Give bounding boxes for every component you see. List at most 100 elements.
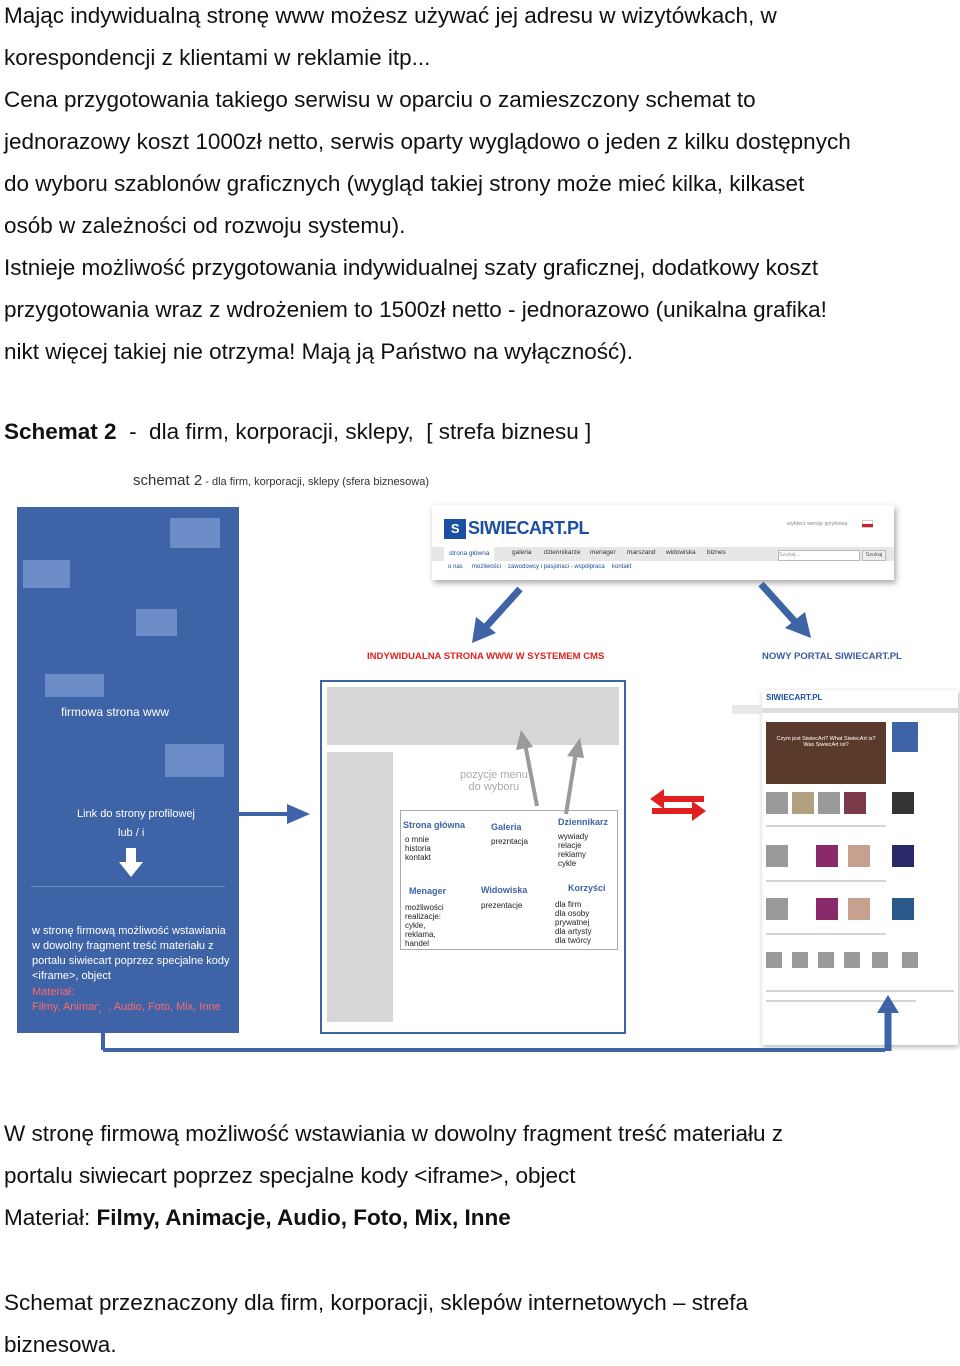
portal-thumb (844, 952, 860, 968)
material-list: Filmy, Animacje, Audio, Foto, Mix, Inne (32, 1001, 221, 1013)
portal-side-strip (732, 705, 762, 714)
mini-nav-item: biznes (707, 549, 726, 556)
figure-title: schemat 2 - dla firm, korporacji, sklepy… (133, 472, 429, 489)
profile-link-label: Link do strony profilowej (77, 808, 196, 820)
intro-line: jednorazowy koszt 1000zł netto, serwis o… (4, 129, 851, 154)
decor-tile (170, 518, 220, 548)
mini-sub-item: kontakt (612, 564, 632, 570)
portal-thumb (792, 792, 814, 814)
cms-item: historia (405, 844, 431, 853)
closing-line: Schemat przeznaczony dla firm, korporacj… (4, 1290, 749, 1315)
footer-material: Materiał: Filmy, Animacje, Audio, Foto, … (4, 1197, 954, 1239)
portal-line (766, 1000, 916, 1002)
decor-tile (165, 744, 224, 777)
arrow-down-left-icon (472, 586, 523, 643)
mini-sub-item: zawodowcy i pasjonaci - współpraca (508, 564, 605, 570)
portal-thumb (792, 952, 808, 968)
portal-line (766, 990, 954, 992)
logo-text: SIWIECART.PL (468, 518, 590, 538)
cms-item: cykle (558, 859, 577, 868)
portal-thumb (766, 792, 788, 814)
cms-item: dla twórcy (555, 936, 592, 945)
schema-heading-bold: Schemat 2 (4, 419, 117, 444)
schema-heading: Schemat 2 - dla firm, korporacji, sklepy… (4, 411, 591, 453)
portal-thumb (848, 898, 870, 920)
portal-thumb (872, 952, 888, 968)
mini-nav-item: dziennikarze (544, 549, 581, 556)
footer-text: W stronę firmową możliwość wstawiania w … (4, 1113, 954, 1239)
cms-cell-items: prezntacja (491, 837, 528, 846)
mini-search-button: Szukaj (862, 550, 886, 561)
portal-thumb (844, 792, 866, 814)
cms-item: relacje (558, 841, 582, 850)
cms-item: dla osoby prywatnej (555, 909, 590, 927)
arrow-right-icon (239, 804, 310, 824)
embed-line: portalu siwiecart poprzez specjalne kody (32, 955, 230, 967)
figure-title-sub: - dla firm, korporacji, sklepy (sfera bi… (202, 476, 429, 488)
intro-line: osób w zależności od rozwoju systemu). (4, 213, 406, 238)
material-label: Materiał: (4, 1205, 97, 1230)
portal-nav-bar (762, 708, 958, 713)
footer-line: portalu siwiecart poprzez specjalne kody… (4, 1163, 576, 1188)
cms-sidebar-area (327, 752, 393, 1022)
portal-thumb (766, 898, 788, 920)
intro-line: przygotowania wraz z wdrożeniem to 1500z… (4, 297, 827, 322)
decor-tile (45, 674, 104, 697)
closing-text: Schemat przeznaczony dla firm, korporacj… (4, 1282, 954, 1366)
cms-item: realizacje: (405, 912, 442, 921)
portal-thumb (816, 898, 838, 920)
intro-line: nikt więcej takiej nie otrzyma! Mają ją … (4, 339, 634, 364)
mini-nav-item: menager (590, 549, 616, 556)
menu-note-line: do wyboru (468, 781, 520, 793)
portal-thumb (766, 952, 782, 968)
portal-line (766, 825, 886, 827)
swap-arrows-icon (650, 789, 706, 821)
schema-heading-rest: - dla firm, korporacji, sklepy, [ strefa… (116, 419, 592, 444)
mini-nav-item: widowiska (666, 549, 696, 556)
intro-line: Mając indywidualną stronę www możesz uży… (4, 3, 777, 28)
portal-logo: SIWIECART.PL (766, 693, 823, 702)
mini-sub-item: o nas (448, 564, 463, 570)
arrow-up-icon (877, 995, 899, 1051)
cms-item: prezentacje (481, 901, 523, 910)
embed-line: w dowolny fragment treść materiału z (32, 940, 214, 952)
cms-header-area (327, 687, 619, 745)
portal-thumb (818, 952, 834, 968)
cms-item: reklama, (405, 930, 436, 939)
portal-thumb (766, 845, 788, 867)
cms-item: cykle, (405, 921, 426, 930)
portal-thumb (848, 845, 870, 867)
portal-thumb (816, 845, 838, 867)
intro-line: Istnieje możliwość przygotowania indywid… (4, 255, 819, 280)
portal-line (766, 933, 886, 935)
cms-cell-head: Menager (409, 886, 447, 896)
down-arrow-icon (119, 848, 143, 877)
decor-tile (23, 560, 70, 588)
intro-line: Cena przygotowania takiego serwisu w opa… (4, 87, 756, 112)
mini-sub-item: możliwości (472, 564, 502, 570)
material-label: Materiał: (32, 986, 75, 998)
divider (31, 886, 225, 887)
cms-cell-head: Korzyści (568, 883, 606, 893)
firm-site-column: firmowa strona www Link do strony profil… (17, 507, 239, 1033)
intro-line: korespondencji z klientami w reklamie it… (4, 45, 431, 70)
cms-item: reklamy (558, 850, 587, 859)
cms-cell-head: Widowiska (481, 885, 528, 895)
portal-thumb (892, 898, 914, 920)
cms-item: możliwości (405, 903, 444, 912)
bottom-connector (96, 998, 885, 1052)
cms-item: handel (405, 939, 430, 948)
figure-title-main: schemat 2 (133, 472, 203, 489)
cms-item: wywiady (558, 832, 589, 841)
schema-diagram: schemat 2 - dla firm, korporacji, sklepy… (0, 460, 960, 1060)
logo-mark: S (444, 519, 466, 540)
menu-note-line: pozycje menu (460, 769, 528, 781)
mini-nav-item: strona główna (444, 547, 495, 561)
video-caption: Was SiwiecArt ist? (803, 742, 849, 748)
mini-nav-item: galeria (512, 549, 532, 556)
